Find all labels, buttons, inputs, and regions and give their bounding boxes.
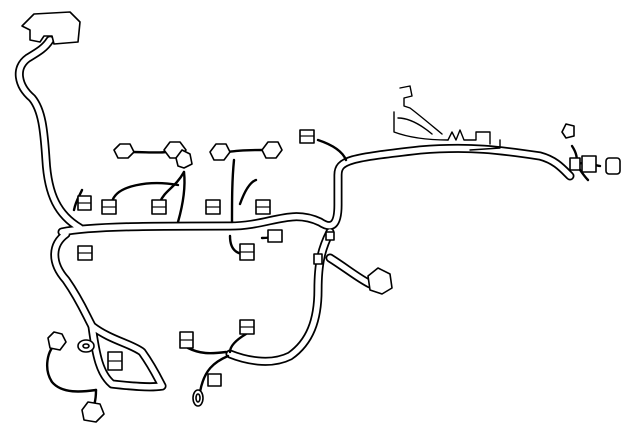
hex-connector-5 [261,141,283,159]
square-connector-3 [151,199,167,215]
hex-connector-3 [175,149,193,169]
hex-connector-8 [81,401,105,423]
square-connector-12 [239,319,255,335]
square-connector-13 [207,373,222,387]
square-connector-16 [569,157,581,171]
hex-connector-9 [561,123,575,139]
square-connector-5 [255,199,271,215]
main-plug-connector [21,11,81,45]
hex-connector-4 [209,143,231,161]
connectors [21,11,621,423]
trunk-clip-2 [325,231,335,241]
square-connector-1 [77,195,92,211]
square-connector-9 [267,229,283,243]
square-connector-4 [205,199,221,215]
branch-wires [46,138,602,414]
trunk-clip-1 [313,253,323,265]
hex-connector-7 [47,331,67,351]
hex-connector-6 [367,267,393,295]
square-connector-2 [101,199,117,215]
square-connector-6 [299,129,315,144]
square-connector-7 [77,245,93,261]
square-connector-15 [605,157,621,175]
square-connector-11 [179,331,194,349]
ring-terminal-1 [77,339,95,353]
hex-connector-1 [113,143,135,159]
upper-right-bracket [393,85,501,151]
square-connector-8 [239,243,255,261]
square-connector-10 [107,351,123,371]
ring-terminal-2 [192,389,204,407]
square-connector-14 [581,155,597,173]
